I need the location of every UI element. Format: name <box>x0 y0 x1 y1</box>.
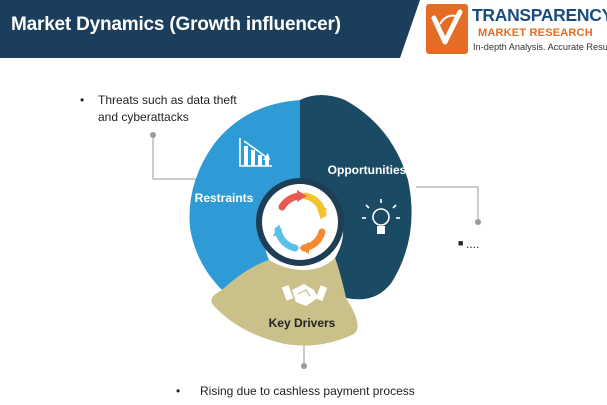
restraints-bullet: • Threats such as data theft and cyberat… <box>80 92 258 126</box>
page-title: Market Dynamics (Growth influencer) <box>11 14 341 35</box>
restraints-segment <box>189 100 300 290</box>
lightbulb-icon <box>362 199 400 234</box>
opportunities-label: Opportunities <box>328 163 407 177</box>
connector-lines <box>150 132 481 369</box>
logo-name: TRANSPARENCY <box>472 5 607 25</box>
restraints-bullet-text: Threats such as data theft and cyberatta… <box>98 93 237 124</box>
opportunities-bullet-text: .... <box>466 237 480 251</box>
tmr-logo-mark-icon <box>426 4 468 54</box>
drivers-bullet-text: Rising due to cashless payment process <box>200 384 415 398</box>
header-banner <box>0 0 420 58</box>
company-logo: TRANSPARENCY MARKET RESEARCH In-depth An… <box>426 2 607 56</box>
key-drivers-label: Key Drivers <box>269 316 336 330</box>
restraints-label: Restraints <box>195 191 254 205</box>
bullet-dot: ■ <box>458 238 464 248</box>
opportunities-bullet: ■ .... <box>458 236 480 253</box>
handshake-icon <box>281 284 328 306</box>
logo-subtitle: MARKET RESEARCH <box>478 27 593 39</box>
bullet-dot: • <box>80 93 85 107</box>
opportunities-connector <box>416 186 479 222</box>
restraints-connector <box>152 135 197 180</box>
opportunities-segment <box>300 95 412 300</box>
bullet-dot: • <box>176 384 181 398</box>
declining-bar-chart-icon <box>239 138 272 167</box>
drivers-segment <box>211 258 358 346</box>
logo-tagline: In-depth Analysis. Accurate Results <box>473 42 607 52</box>
cycle-arrows-icon <box>273 190 327 254</box>
drivers-bullet: • Rising due to cashless payment process <box>176 383 415 400</box>
